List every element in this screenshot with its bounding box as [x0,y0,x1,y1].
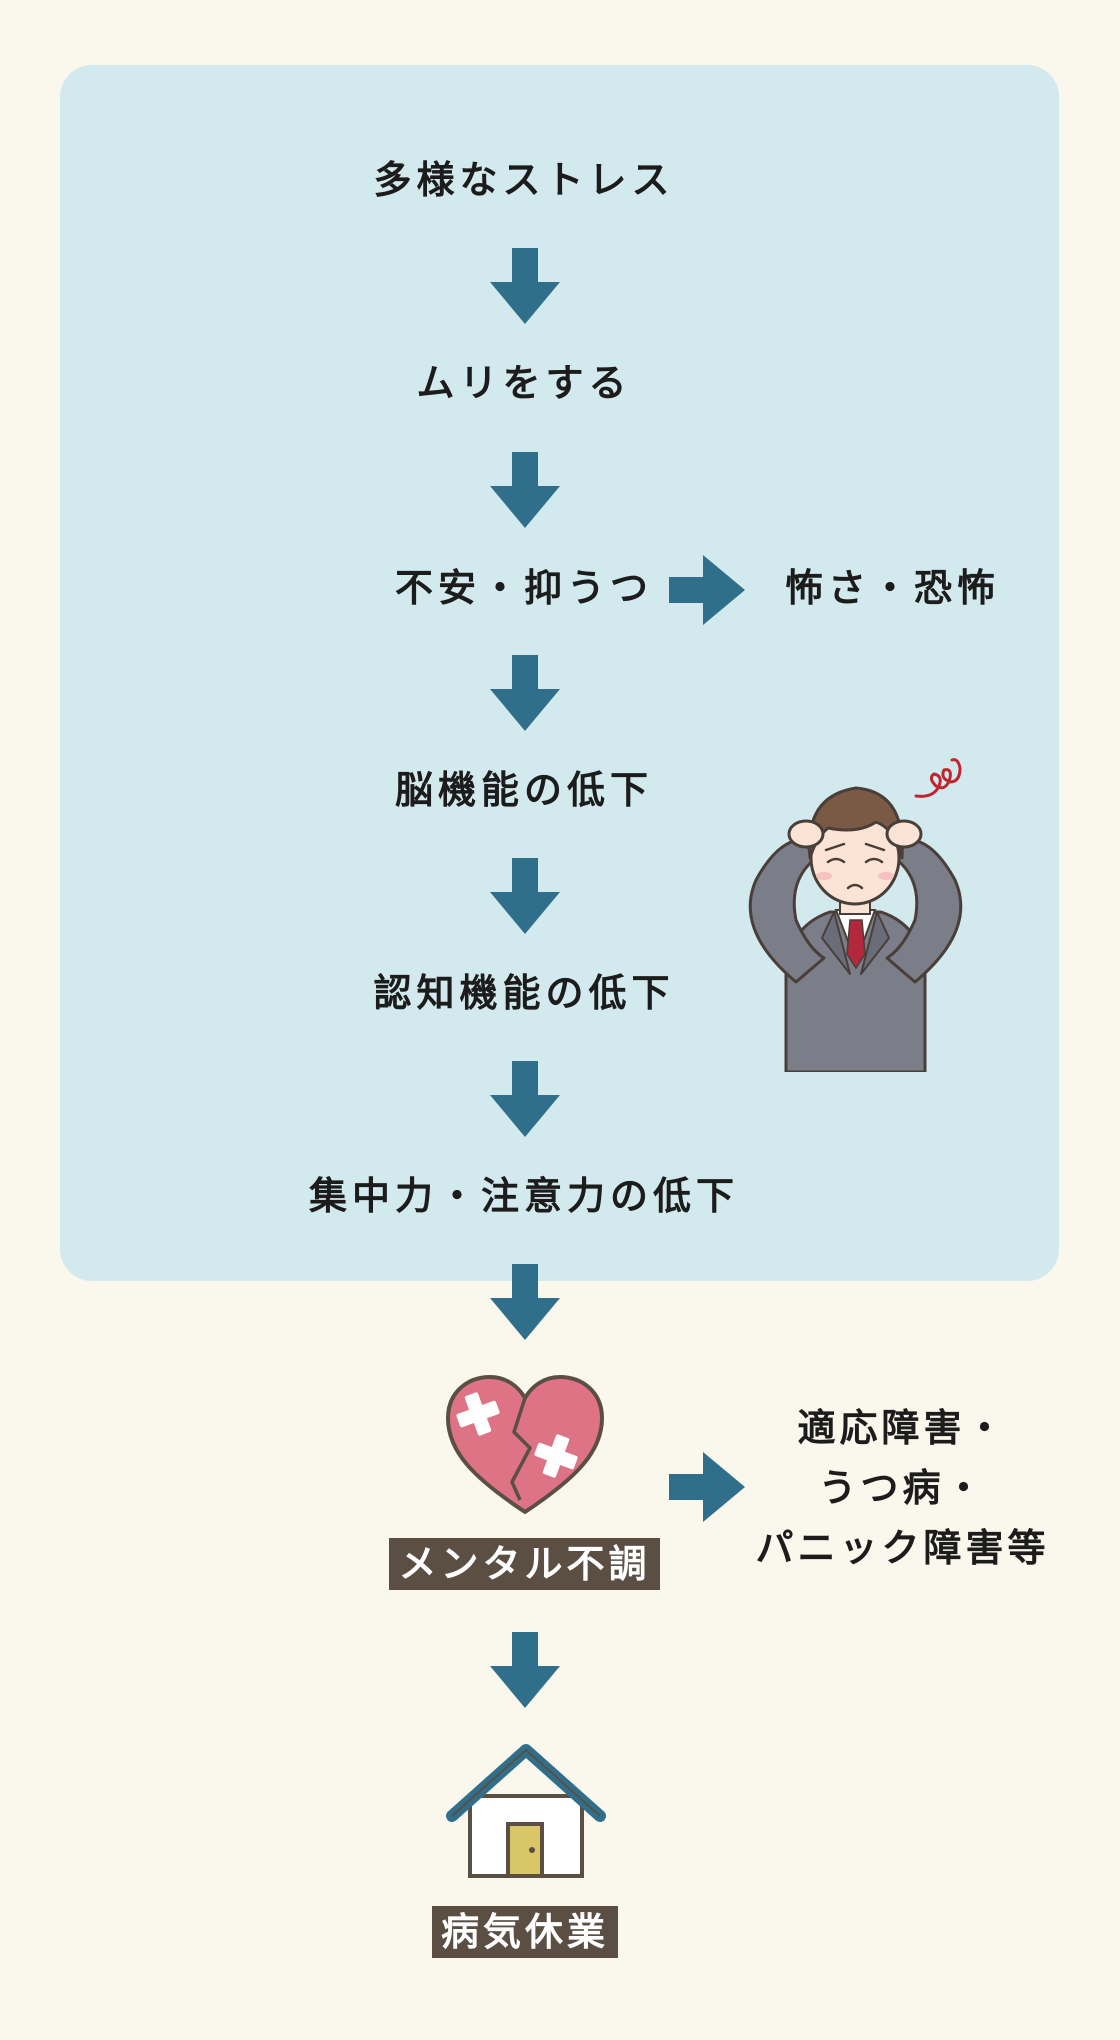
arrow-right-icon [669,555,745,625]
label-leave: 病気休業 [432,1906,618,1958]
arrow-down-icon [490,858,560,934]
disorder-line: パニック障害等 [755,1526,1050,1570]
arrow-down-icon [490,655,560,731]
step-stress: 多様なストレス [373,158,675,202]
step-anxiety: 不安・抑うつ [394,566,653,610]
arrow-down-icon [490,452,560,528]
arrow-right-icon [669,1452,745,1522]
stress-flow-panel [60,65,1059,1281]
arrow-down-icon [490,248,560,324]
step-overdo: ムリをする [416,361,632,405]
house-icon [446,1744,606,1878]
step-brain: 脳機能の低下 [394,768,653,812]
side-fear: 怖さ・恐怖 [785,566,1001,610]
step-cognition: 認知機能の低下 [373,971,675,1015]
arrow-down-icon [490,1264,560,1340]
arrow-down-icon [490,1632,560,1708]
arrow-down-icon [490,1061,560,1137]
disorder-line: うつ病・ [818,1466,987,1510]
broken-heart-bandage-icon [446,1375,604,1514]
label-mental: メンタル不調 [389,1538,660,1590]
worried-businessman-illustration [748,758,963,1072]
side-disorders: 適応障害・ うつ病・ パニック障害等 [740,1398,1065,1578]
step-concentration: 集中力・注意力の低下 [308,1174,739,1218]
disorder-line: 適応障害・ [797,1406,1008,1450]
